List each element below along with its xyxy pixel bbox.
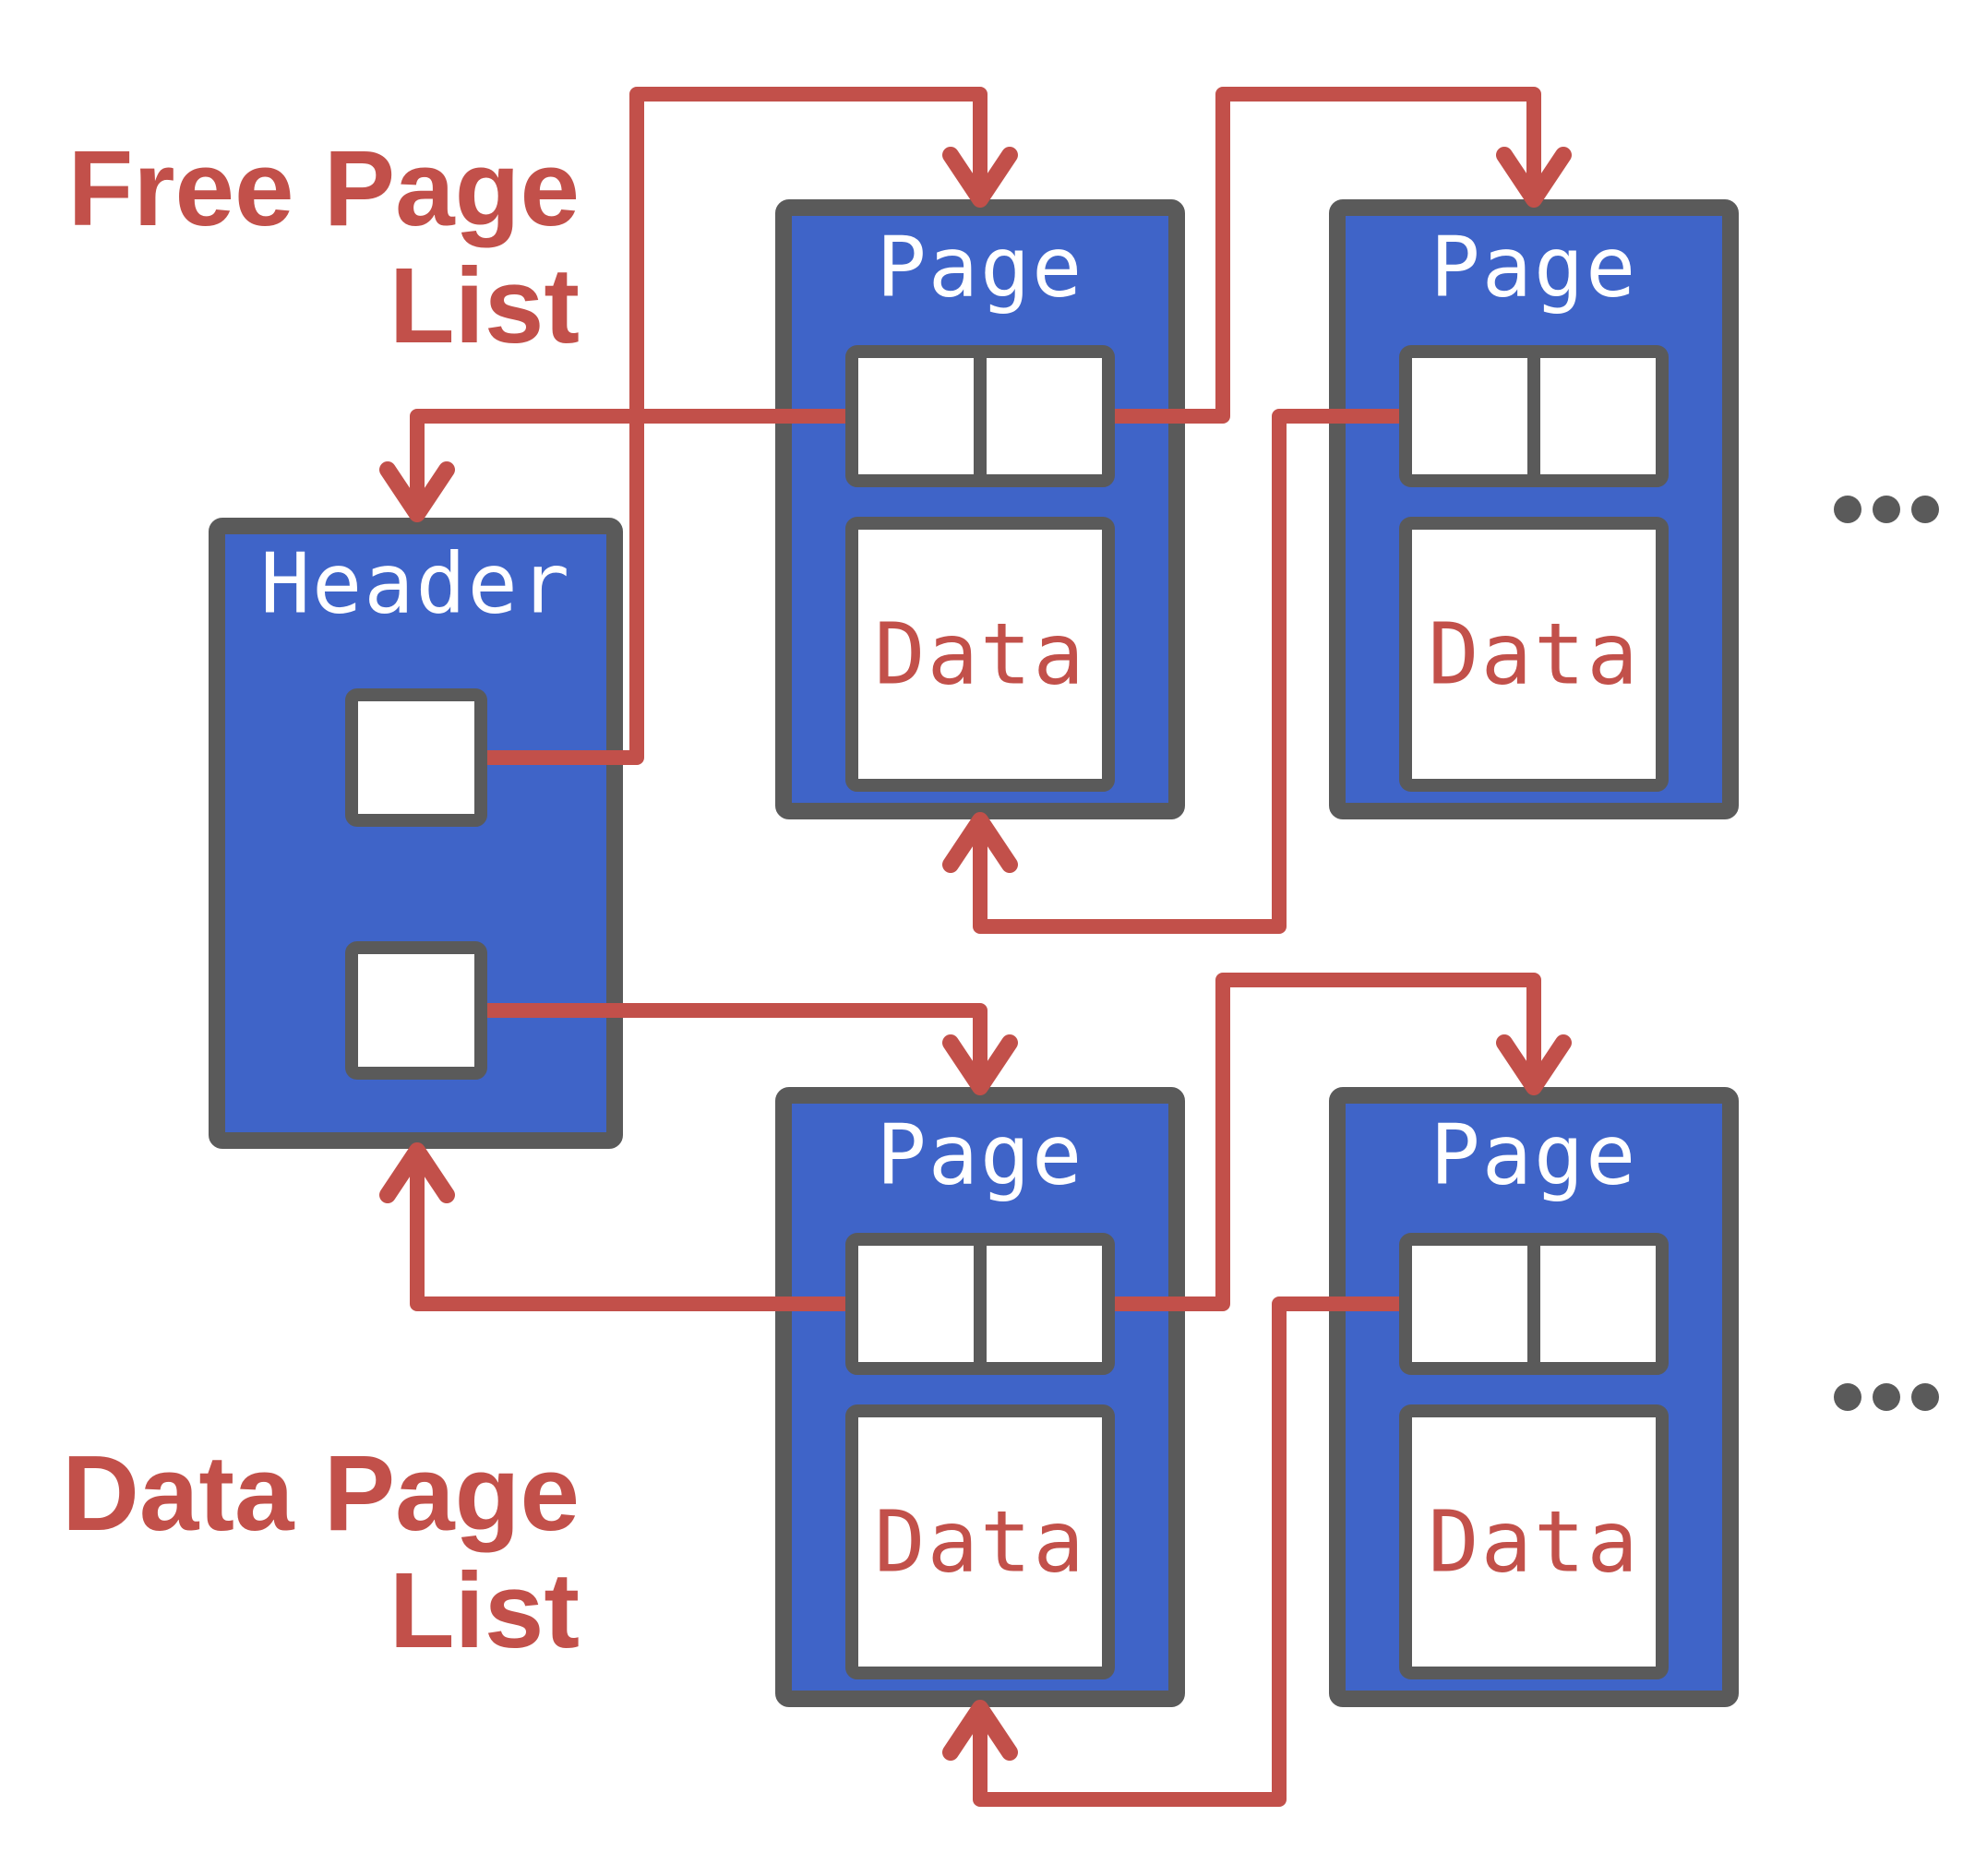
arrow-shaft	[487, 87, 988, 765]
arrowhead-up	[379, 1142, 455, 1203]
arrowhead-down	[942, 147, 1018, 208]
page-title: Page	[877, 220, 1084, 317]
header-free-list-slot	[345, 688, 487, 827]
header-data-list-slot	[345, 941, 487, 1080]
arrow-data-page-1-to-header	[379, 1142, 845, 1311]
data-list-ellipsis	[1834, 1383, 1939, 1411]
free-list-ellipsis	[1834, 496, 1939, 523]
arrow-free-page-2-to-free-page-1	[942, 409, 1399, 934]
arrow-data-page-2-to-data-page-1	[942, 1296, 1399, 1807]
page-data-box	[1399, 1404, 1669, 1679]
page-data-label: Data	[1428, 1493, 1640, 1592]
page-title: Page	[1430, 220, 1638, 317]
arrow-data-page-1-to-data-page-2	[1115, 973, 1572, 1311]
arrow-shaft	[973, 409, 1399, 934]
ellipsis-dot	[1911, 496, 1939, 523]
ellipsis-dot	[1873, 1383, 1900, 1411]
page-data-label: Data	[874, 1493, 1086, 1592]
ellipsis-dot	[1911, 1383, 1939, 1411]
arrow-shaft	[1115, 87, 1541, 424]
free-page-list-label-line-1: Free Page	[67, 128, 580, 248]
data-page-list-label-line-1: Data Page	[62, 1433, 580, 1553]
arrowhead-down	[1496, 1034, 1572, 1095]
arrow-shaft	[1115, 973, 1541, 1311]
ellipsis-dot	[1873, 496, 1900, 523]
free-page-list-label-line-2: List	[389, 245, 580, 365]
page-title: Page	[1430, 1107, 1638, 1204]
ellipsis-dot	[1834, 496, 1861, 523]
arrow-shaft	[487, 1003, 988, 1087]
arrow-free-page-1-to-free-page-2	[1115, 87, 1572, 424]
page-data-box	[845, 1404, 1115, 1679]
arrow-header-to-free-page-1	[487, 87, 1018, 765]
arrowhead-down	[1496, 147, 1572, 208]
arrowhead-down	[379, 461, 455, 522]
ellipsis-dot	[1834, 1383, 1861, 1411]
arrow-header-to-data-page-1	[487, 1003, 1018, 1095]
header-body	[209, 518, 623, 1149]
arrowhead-up	[942, 1700, 1018, 1761]
page-data-box	[1399, 517, 1669, 792]
arrowhead-up	[942, 812, 1018, 873]
arrow-shaft	[973, 1296, 1399, 1807]
page-data-label: Data	[1428, 605, 1640, 704]
arrow-shaft	[410, 1151, 845, 1311]
data-page-list-label-line-2: List	[389, 1550, 580, 1670]
page-title: Page	[877, 1107, 1084, 1204]
arrow-shaft	[410, 409, 845, 514]
page-data-label: Data	[874, 605, 1086, 704]
header-title: Header	[260, 536, 571, 633]
page-data-box	[845, 517, 1115, 792]
header-box: Header	[209, 518, 623, 1149]
arrow-free-page-1-to-header	[379, 409, 845, 522]
arrowhead-down	[942, 1034, 1018, 1095]
